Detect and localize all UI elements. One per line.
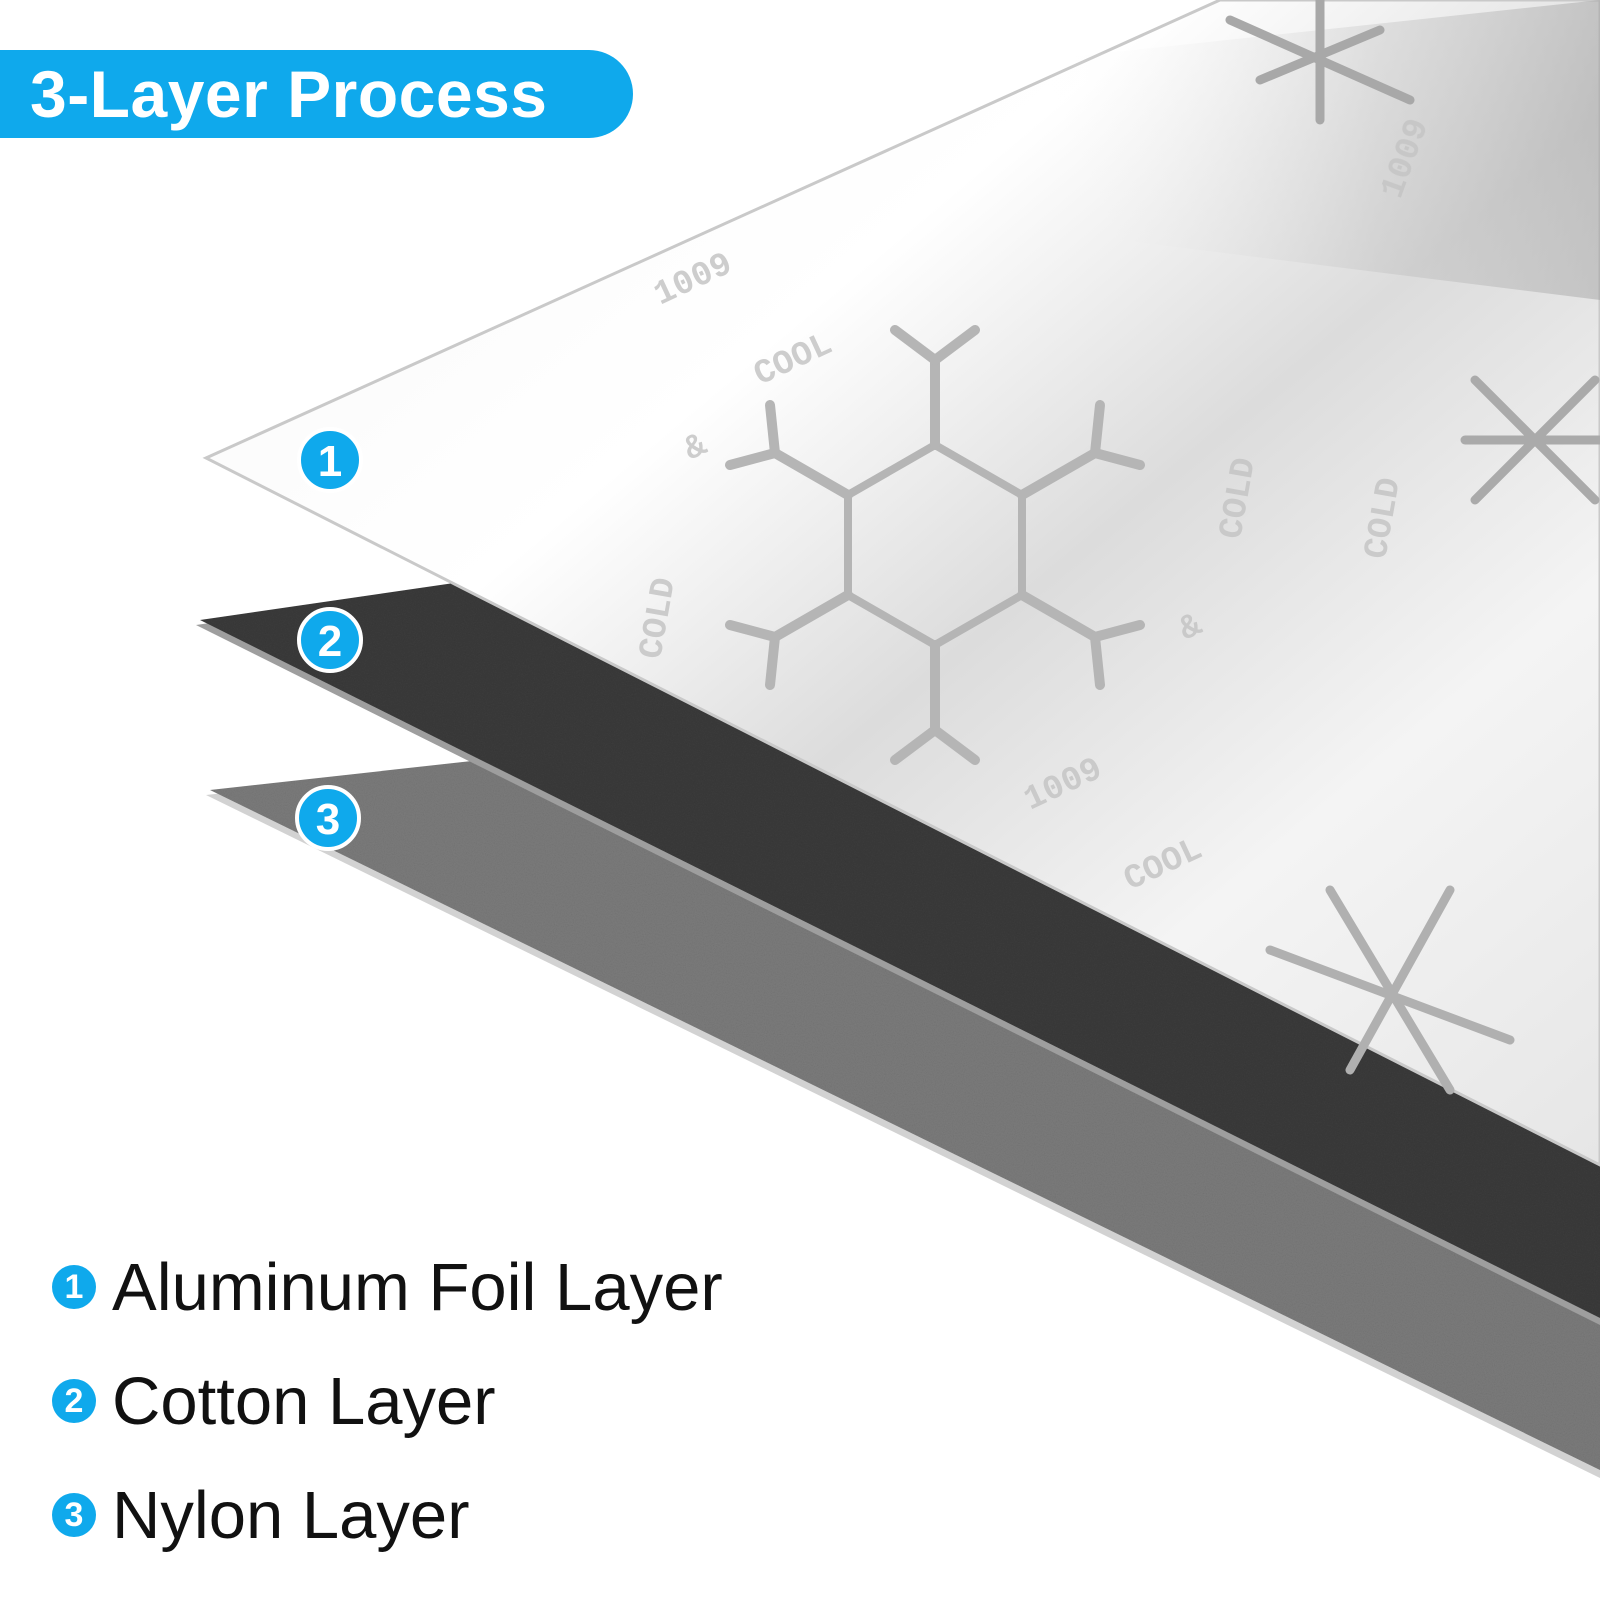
- legend-number-3: 3: [52, 1493, 96, 1537]
- layer-3-badge: 3: [295, 785, 361, 851]
- legend-number-2: 2: [52, 1379, 96, 1423]
- legend-item-aluminum-foil: 1 Aluminum Foil Layer: [52, 1230, 723, 1344]
- snowflake-emboss-icon: [1460, 375, 1600, 505]
- layer-1-badge: 1: [297, 427, 363, 493]
- legend-number-1: 1: [52, 1265, 96, 1309]
- legend-item-cotton: 2 Cotton Layer: [52, 1344, 723, 1458]
- layer-2-badge-number: 2: [318, 617, 342, 666]
- title-banner: 3-Layer Process: [0, 50, 633, 138]
- snowflake-emboss-icon: [725, 325, 1145, 765]
- layer-legend: 1 Aluminum Foil Layer 2 Cotton Layer 3 N…: [52, 1230, 723, 1572]
- legend-label-cotton: Cotton Layer: [112, 1363, 496, 1439]
- layer-1-badge-number: 1: [318, 437, 342, 486]
- legend-label-aluminum-foil: Aluminum Foil Layer: [112, 1249, 723, 1325]
- snowflake-emboss-icon: [1265, 885, 1515, 1095]
- legend-item-nylon: 3 Nylon Layer: [52, 1458, 723, 1572]
- layer-2-badge: 2: [297, 607, 363, 673]
- layer-3-badge-number: 3: [316, 795, 340, 844]
- aluminum-foil-layer-sheet: 1009 COOL & COLD 1009 COOL 1009 COLD COL…: [202, 0, 1600, 1167]
- title-text: 3-Layer Process: [30, 57, 548, 131]
- snowflake-emboss-icon: [1225, 0, 1415, 125]
- legend-label-nylon: Nylon Layer: [112, 1477, 470, 1553]
